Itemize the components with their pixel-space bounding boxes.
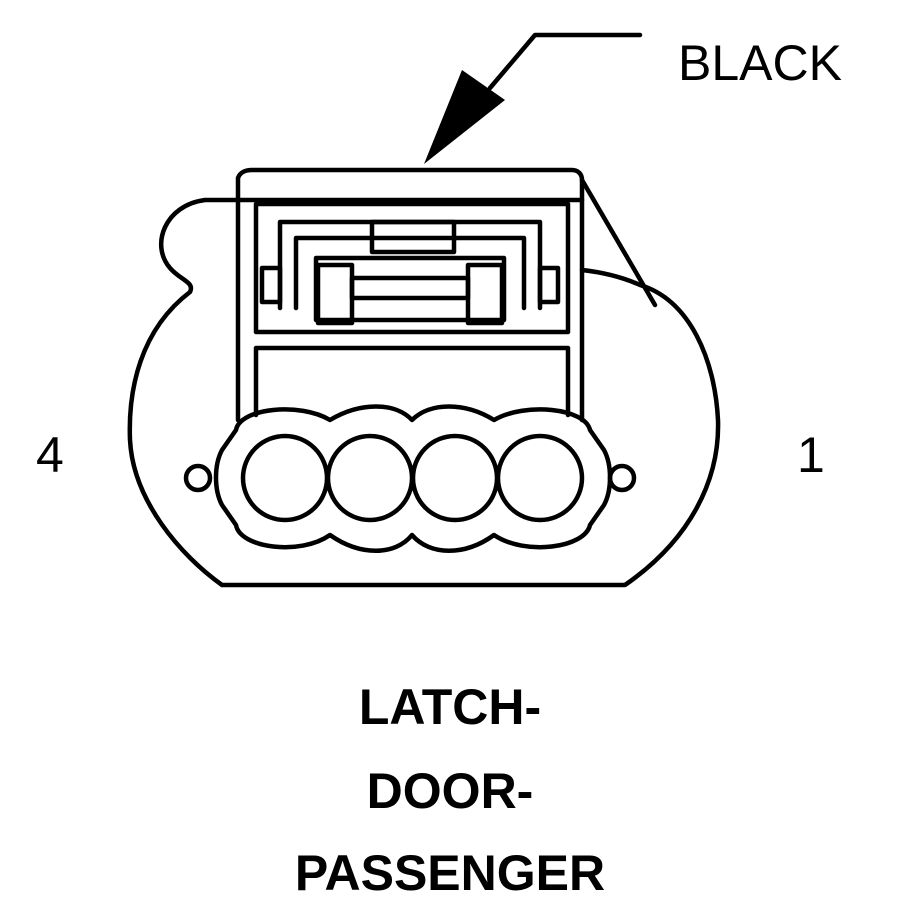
- lock-clip-right: [537, 265, 561, 305]
- latch-cap-side: [579, 177, 658, 308]
- cavity-pin-4: [240, 433, 330, 523]
- title-line-3: PASSENGER: [294, 845, 606, 901]
- lock-slot-left: [315, 262, 355, 326]
- wire-color-label: BLACK: [678, 35, 842, 91]
- leader-arrowhead: [424, 70, 505, 164]
- housing-frame: [235, 197, 585, 423]
- title-line-1: LATCH-: [358, 679, 542, 735]
- cavity-pin-1: [495, 433, 585, 523]
- lock-clip-left: [259, 265, 283, 305]
- housing-divider: [253, 345, 571, 418]
- housing-inner-frame: [253, 201, 571, 335]
- lock-tab: [369, 219, 457, 255]
- cavity-pin-3: [325, 433, 415, 523]
- lock-slot-right: [465, 262, 505, 326]
- latch-cap: [235, 167, 585, 203]
- lock-inner: [293, 235, 527, 311]
- connector-body-outline: [127, 197, 721, 588]
- leader-line: [487, 32, 643, 91]
- peg-right: [607, 463, 637, 493]
- pin-number-right: 1: [797, 427, 825, 483]
- title-line-2: DOOR-: [366, 763, 534, 819]
- pin-number-left: 4: [36, 427, 64, 483]
- cavity-pin-2: [410, 433, 500, 523]
- peg-left: [183, 463, 213, 493]
- lock-window: [349, 275, 471, 301]
- lock-bar: [313, 255, 507, 323]
- terminal-housing: [213, 404, 613, 553]
